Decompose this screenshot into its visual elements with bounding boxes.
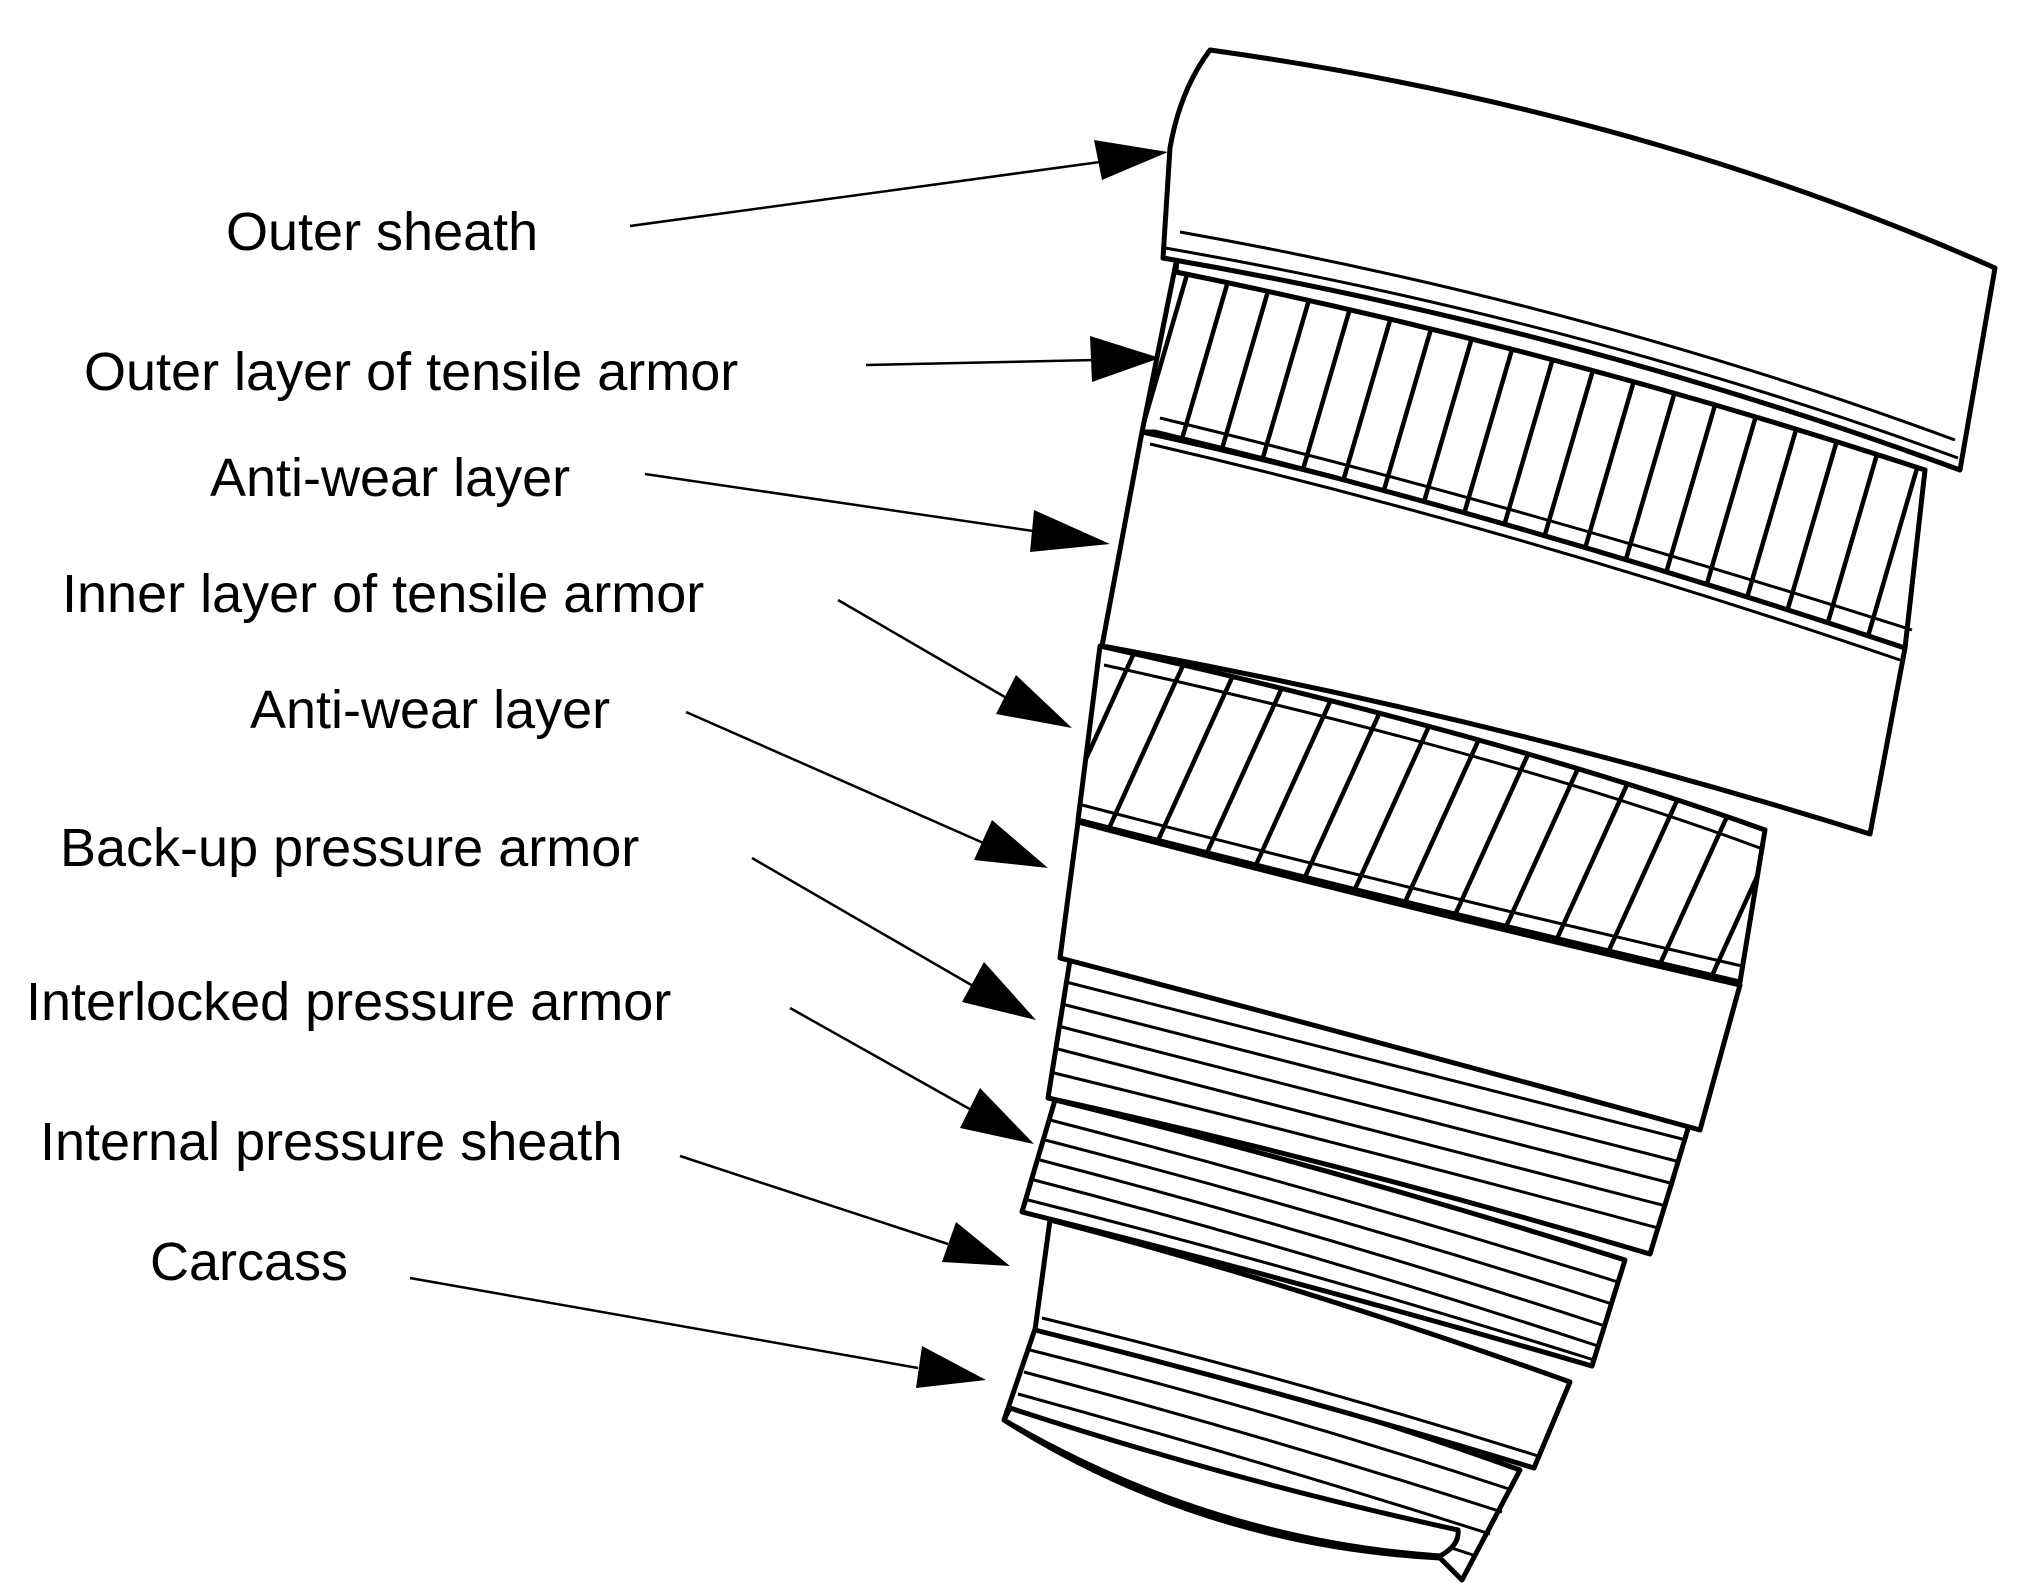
interlocked-pressure-armor-arrow xyxy=(789,1006,1034,1144)
internal-pressure-sheath-layer xyxy=(1032,1217,1573,1471)
backup-pressure-armor-arrow xyxy=(751,856,1036,1020)
outer-tensile-armor-layer xyxy=(1139,255,1928,662)
outer-sheath-arrow xyxy=(629,140,1168,228)
label-inner-tensile-armor: Inner layer of tensile armor xyxy=(62,564,704,624)
label-internal-pressure-sheath: Internal pressure sheath xyxy=(40,1112,622,1172)
carcass-arrow xyxy=(409,1276,986,1388)
anti-wear-layer-2-arrow xyxy=(685,710,1048,868)
label-outer-tensile-armor: Outer layer of tensile armor xyxy=(84,342,738,402)
pipe-drawing xyxy=(1001,47,1998,1583)
outer-tensile-armor-arrow xyxy=(865,336,1160,382)
label-anti-wear-layer-2: Anti-wear layer xyxy=(250,680,610,740)
leader-lines xyxy=(409,140,1168,1388)
anti-wear-layer-1-arrow xyxy=(644,472,1110,552)
backup-pressure-armor-layer xyxy=(1045,957,1693,1257)
labels: Outer sheath Outer layer of tensile armo… xyxy=(26,202,738,1292)
internal-pressure-sheath-arrow xyxy=(679,1154,1010,1266)
interlocked-pressure-armor-layer xyxy=(1019,1097,1628,1369)
label-outer-sheath: Outer sheath xyxy=(226,202,538,262)
label-backup-pressure-armor: Back-up pressure armor xyxy=(60,818,639,878)
label-carcass: Carcass xyxy=(150,1232,348,1292)
anti-wear-layer-2 xyxy=(1057,819,1743,1133)
outer-sheath-layer xyxy=(1160,47,1998,473)
label-anti-wear-layer-1: Anti-wear layer xyxy=(210,448,570,508)
inner-tensile-armor-arrow xyxy=(837,598,1072,728)
label-interlocked-pressure-armor: Interlocked pressure armor xyxy=(26,972,671,1032)
